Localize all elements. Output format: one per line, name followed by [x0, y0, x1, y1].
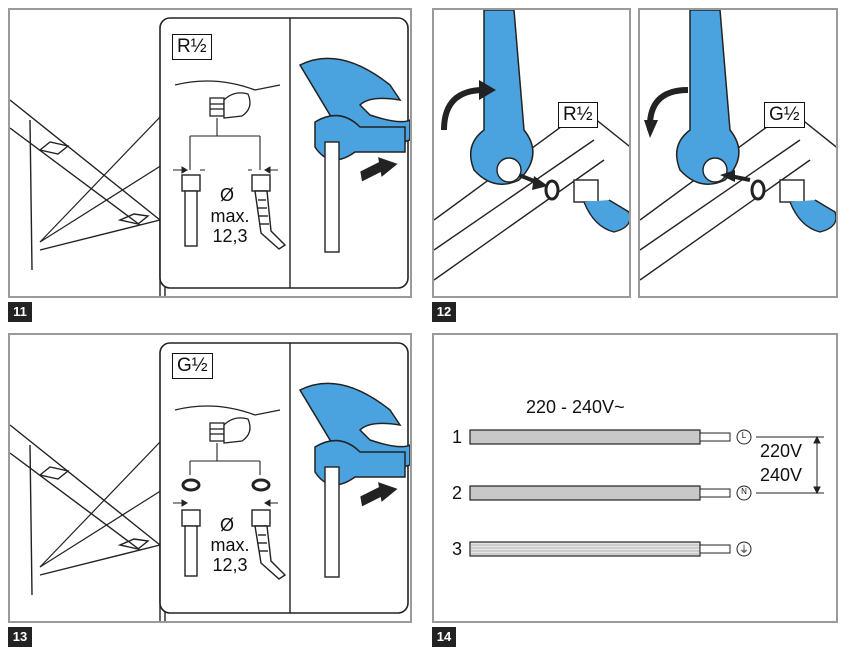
step-number-14: 14	[432, 627, 456, 647]
step-13-illustration	[10, 342, 410, 621]
voltage-a: 220V	[760, 441, 803, 461]
step-12-panel-b: G½	[638, 8, 838, 298]
wire-1-sheath	[469, 429, 701, 445]
wire-1-number: 1	[452, 427, 463, 447]
terminal-earth-icon	[736, 541, 752, 557]
wire-2-number: 2	[452, 483, 463, 503]
wire-2-core	[699, 488, 731, 498]
wire-2-sheath	[469, 485, 701, 501]
step-14-panel: 220 - 240V~ 1 2 3 L N ⏚ 220V 240V	[432, 333, 838, 623]
step-11-illustration	[10, 17, 410, 296]
max-value: 12,3	[212, 226, 248, 246]
step-12-left-illustration	[434, 10, 629, 281]
step-12-panel: R½	[432, 8, 631, 298]
voltage-b: 240V	[760, 465, 803, 485]
terminal-l-icon	[736, 429, 752, 445]
wire-3-number: 3	[452, 539, 463, 559]
step-number-12: 12	[432, 302, 456, 322]
thread-label: G½	[172, 353, 213, 379]
max-label: max.	[210, 535, 250, 555]
step-number-13: 13	[8, 627, 32, 647]
step-11-panel: R½ Ø max. 12,3	[8, 8, 412, 298]
wiring-diagram	[469, 429, 824, 557]
terminal-earth-label: ⏚	[739, 545, 749, 556]
max-label: max.	[210, 206, 250, 226]
diameter-symbol: Ø	[219, 185, 234, 205]
thread-label-g: G½	[764, 102, 805, 128]
max-value: 12,3	[212, 555, 248, 575]
step-number-11: 11	[8, 302, 32, 322]
terminal-l-label: L	[741, 431, 747, 440]
thread-label: R½	[172, 34, 212, 60]
voltage-range: 220 - 240V~	[526, 397, 625, 417]
step-12-right-illustration	[640, 10, 836, 281]
wire-1-core	[699, 432, 731, 442]
thread-label-r: R½	[558, 102, 598, 128]
wire-3-core	[699, 544, 731, 554]
diameter-symbol: Ø	[219, 515, 234, 535]
terminal-n-icon	[736, 485, 752, 501]
step-13-panel: G½ Ø max. 12,3	[8, 333, 412, 623]
terminal-n-label: N	[741, 487, 747, 496]
